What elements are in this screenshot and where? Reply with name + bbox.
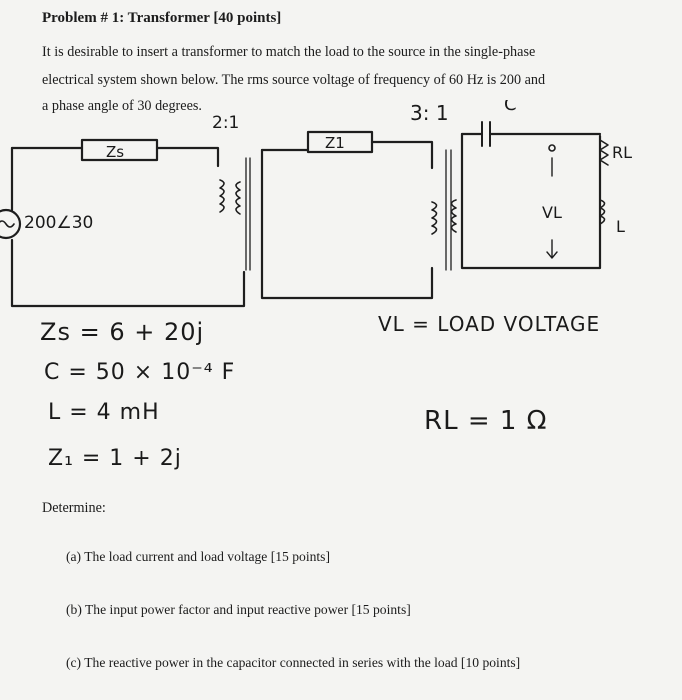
statement-line-1: It is desirable to insert a transformer … (42, 44, 536, 60)
transformer-1-ratio: 2:1 (212, 113, 239, 133)
vl-label: VL (542, 203, 562, 222)
source-label: 200∠30 (24, 213, 93, 233)
statement-line-3: a phase angle of 30 degrees. (42, 98, 202, 114)
determine-label: Determine: (42, 500, 106, 516)
l-label: L (616, 217, 625, 236)
zs-label: Zs (106, 143, 124, 161)
question-c: (c) The reactive power in the capacitor … (66, 655, 521, 670)
circuit-diagram: 2:1 3: 1 Zs Z1 200∠30 C RL L VL (0, 100, 632, 308)
z1-impedance-box (306, 130, 374, 154)
z1-label: Z1 (325, 134, 345, 152)
capacitor-label: C (504, 100, 517, 115)
transformer-2-ratio: 3: 1 (410, 101, 449, 125)
zs-impedance-box (80, 138, 159, 162)
load-inductor-icon (599, 199, 606, 225)
z1-value: Z₁ = 1 + 2j (48, 446, 182, 471)
l-value: L = 4 mH (48, 400, 160, 425)
vl-definition: VL = LOAD VOLTAGE (378, 312, 601, 336)
load-resistor-icon (599, 139, 609, 166)
problem-title: Problem # 1: Transformer [40 points] (42, 10, 282, 26)
ac-source-icon (0, 208, 22, 240)
question-b: (b) The input power factor and input rea… (66, 602, 411, 617)
zs-value: Zs = 6 + 20j (40, 318, 205, 346)
transformer-1-secondary-coil (235, 181, 241, 215)
question-a: (a) The load current and load voltage [1… (66, 549, 330, 564)
transformer-2-secondary-coil (450, 199, 457, 233)
rl-label: RL (612, 143, 632, 162)
statement-line-2: electrical system shown below. The rms s… (42, 72, 546, 88)
transformer-2-primary-coil (431, 201, 438, 235)
transformer-1-primary-coil (219, 179, 225, 213)
rl-value: RL = 1 Ω (424, 406, 548, 436)
c-value: C = 50 × 10⁻⁴ F (44, 360, 236, 385)
